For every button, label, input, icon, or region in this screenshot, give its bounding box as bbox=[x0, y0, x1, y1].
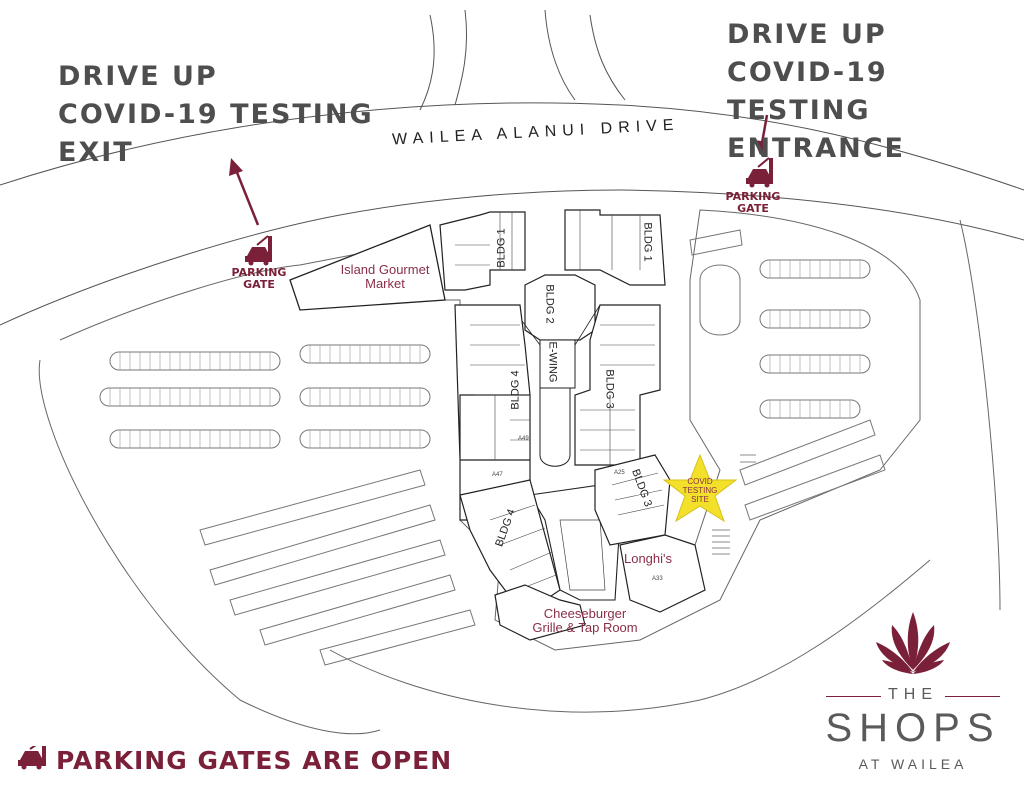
exit-heading-line1: DRIVE UP bbox=[58, 61, 218, 92]
store-line1: Longhi's bbox=[623, 551, 673, 566]
wailea-alanui-road bbox=[0, 102, 1024, 191]
bldg1-left-outline bbox=[439, 211, 526, 291]
longhis-label: Longhi's bbox=[618, 552, 678, 566]
gate-line2: GATE bbox=[737, 202, 769, 215]
exit-heading-line3: EXIT bbox=[58, 137, 134, 168]
logo-shops: SHOPS bbox=[825, 706, 1001, 750]
island-gourmet-building bbox=[289, 224, 446, 311]
unit-a25-label: A25 bbox=[614, 470, 625, 476]
parking-gate-car-icon-right bbox=[746, 157, 773, 188]
entrance-heading-line2: COVID-19 TESTING bbox=[727, 57, 888, 126]
ewing-label: E-WING bbox=[546, 341, 559, 383]
parking-lot-outline bbox=[59, 209, 921, 651]
exit-heading: DRIVE UP COVID-19 TESTING EXIT bbox=[58, 58, 374, 172]
bldg3-lower-outline bbox=[594, 454, 671, 546]
store-line1: Island Gourmet bbox=[340, 262, 430, 277]
ewing-outline bbox=[539, 339, 576, 389]
covid-line2: TESTING bbox=[682, 486, 718, 495]
parking-gate-car-icon-left bbox=[245, 235, 272, 266]
logo-the: THE bbox=[888, 686, 938, 703]
parking-gates-open-text: PARKING GATES ARE OPEN bbox=[56, 745, 453, 775]
bldg4-upper-outline bbox=[454, 304, 531, 521]
gate-line2: GATE bbox=[243, 278, 275, 291]
unit-a47-label: A47 bbox=[492, 472, 503, 478]
entrance-heading-line1: DRIVE UP bbox=[727, 19, 887, 50]
covid-testing-star-icon bbox=[662, 453, 738, 523]
bldg2-label: BLDG 2 bbox=[543, 284, 556, 324]
unit-a33-label: A33 bbox=[652, 576, 663, 582]
bldg1-left-label: BLDG 1 bbox=[495, 228, 508, 268]
entrance-heading: DRIVE UP COVID-19 TESTING ENTRANCE bbox=[727, 16, 1024, 168]
parking-gates-open-note: PARKING GATES ARE OPEN bbox=[18, 740, 452, 780]
covid-line1: COVID bbox=[687, 477, 713, 486]
longhis-building bbox=[619, 534, 706, 613]
exit-arrow-icon bbox=[229, 158, 260, 226]
entrance-heading-line3: ENTRANCE bbox=[727, 133, 905, 164]
logo-at-wailea: AT WAILEA bbox=[858, 756, 968, 772]
cheeseburger-label: Cheeseburger Grille & Tap Room bbox=[520, 607, 650, 635]
parking-rows-right bbox=[689, 229, 886, 521]
gate-line1: PARKING bbox=[231, 266, 287, 279]
logo-rule-right bbox=[945, 696, 1000, 697]
covid-testing-site-label: COVID TESTING SITE bbox=[675, 477, 725, 504]
lotus-logo-icon bbox=[876, 612, 950, 674]
covid-line3: SITE bbox=[691, 495, 709, 504]
unit-a49-label: A49 bbox=[518, 436, 529, 442]
bldg4-upper-label: BLDG 4 bbox=[509, 370, 522, 410]
store-line1: Cheeseburger bbox=[543, 606, 627, 621]
bldg3-upper-label: BLDG 3 bbox=[603, 369, 616, 409]
store-line2: Market bbox=[365, 276, 405, 291]
gate-line1: PARKING bbox=[725, 190, 781, 203]
exit-heading-line2: COVID-19 TESTING bbox=[58, 99, 374, 130]
store-line2: Grille & Tap Room bbox=[532, 620, 638, 635]
parking-gate-label-left: PARKING GATE bbox=[224, 267, 294, 291]
entrance-arrow-icon bbox=[754, 114, 769, 155]
parking-gate-car-icon bbox=[18, 746, 46, 770]
cheeseburger-building bbox=[494, 584, 586, 641]
shops-at-wailea-logo: THE SHOPS AT WAILEA bbox=[818, 610, 1008, 780]
logo-rule-left bbox=[826, 696, 881, 697]
bldg1-right-label: BLDG 1 bbox=[641, 222, 654, 262]
parking-gate-label-right: PARKING GATE bbox=[718, 191, 788, 215]
island-gourmet-label: Island Gourmet Market bbox=[330, 263, 440, 291]
